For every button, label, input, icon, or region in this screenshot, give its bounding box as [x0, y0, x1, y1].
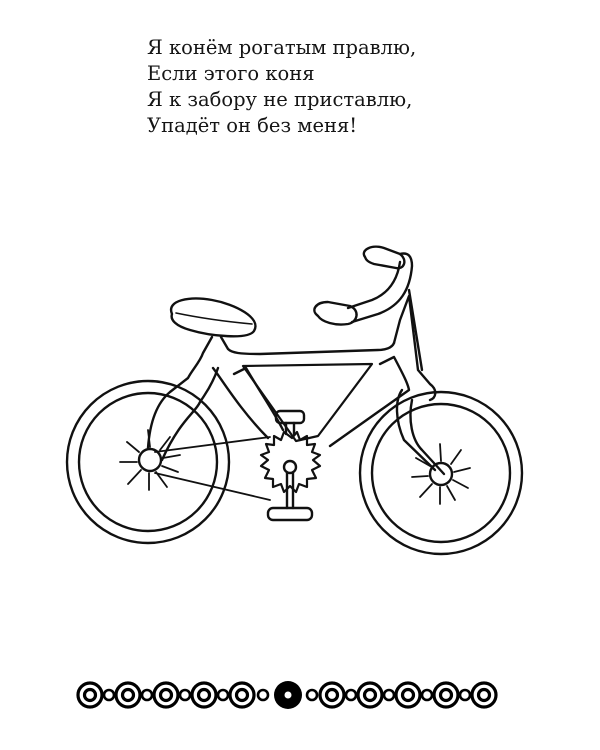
small-rings [102, 688, 472, 702]
riddle-poem: Я конём рогатым правлю, Если этого коня … [147, 35, 416, 139]
chain-lower [154, 472, 271, 501]
poem-line-4: Упадёт он без меня! [147, 114, 358, 137]
large-rings [76, 681, 498, 709]
sprocket-icon [259, 430, 322, 494]
poem-line-1: Я конём рогатым правлю, [147, 36, 417, 59]
seat-icon [169, 297, 257, 338]
handle-grip-icon [313, 300, 358, 326]
front-wheel-icon [358, 390, 524, 556]
handlebar-top-icon [362, 245, 406, 270]
poem-line-3: Я к забору не приставлю, [147, 88, 413, 111]
poem-line-2: Если этого коня [147, 62, 315, 85]
chain-upper [154, 436, 271, 453]
